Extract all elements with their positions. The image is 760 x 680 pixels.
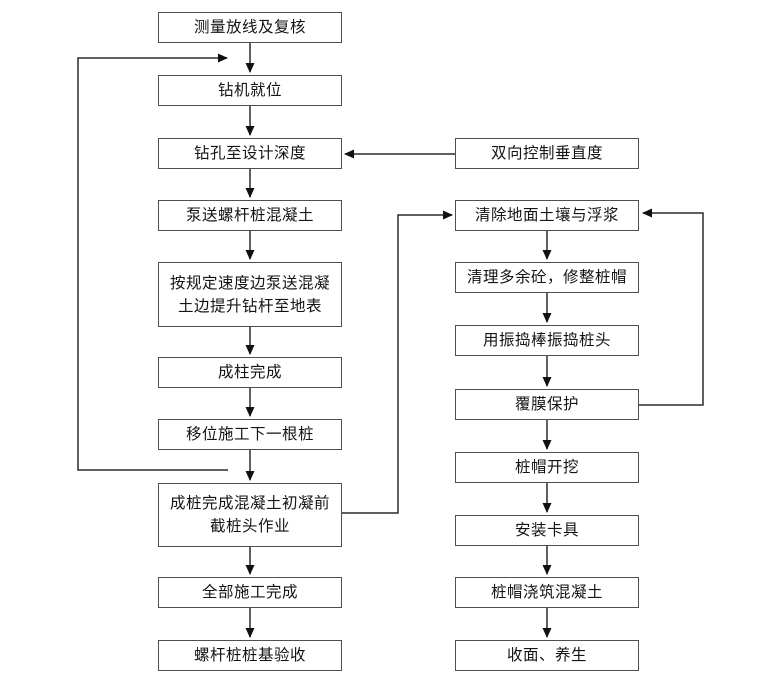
flow-node-cut-pile-head: 成桩完成混凝土初凝前 截桩头作业 <box>158 483 342 547</box>
flow-node-install-clamps: 安装卡具 <box>455 515 639 546</box>
flow-node-clear-soil-scum: 清除地面土壤与浮浆 <box>455 200 639 231</box>
flow-node-label: 截桩头作业 <box>209 518 290 535</box>
flow-node-label: 用振捣棒振捣桩头 <box>482 332 611 349</box>
flow-node-label: 覆膜保护 <box>514 396 579 413</box>
flow-node-trim-pile-cap: 清理多余砼，修整桩帽 <box>455 262 639 293</box>
flow-node-label: 清除地面土壤与浮浆 <box>474 207 619 224</box>
flow-node-label: 螺杆桩桩基验收 <box>193 647 306 664</box>
flow-node-label: 钻机就位 <box>217 82 282 99</box>
flow-node-finish-and-cure: 收面、养生 <box>455 640 639 671</box>
flow-node-vibrate-pile-head: 用振捣棒振捣桩头 <box>455 325 639 356</box>
flow-node-label: 按规定速度边泵送混凝 <box>169 274 330 292</box>
flow-node-label: 测量放线及复核 <box>193 19 306 36</box>
flow-node-verticality-control: 双向控制垂直度 <box>455 138 639 169</box>
flow-node-cap-pour-concrete: 桩帽浇筑混凝土 <box>455 577 639 608</box>
flow-node-label: 桩帽浇筑混凝土 <box>490 584 603 601</box>
flow-node-label: 土边提升钻杆至地表 <box>177 297 322 315</box>
flow-node-label: 双向控制垂直度 <box>490 145 603 162</box>
flow-node-label: 泵送螺杆桩混凝土 <box>185 207 314 224</box>
flow-node-label: 全部施工完成 <box>201 584 298 601</box>
flow-node-cap-excavation: 桩帽开挖 <box>455 452 639 483</box>
flow-node-pile-acceptance: 螺杆桩桩基验收 <box>158 640 342 671</box>
flow-node-drill-to-depth: 钻孔至设计深度 <box>158 138 342 169</box>
flow-node-film-protection: 覆膜保护 <box>455 389 639 420</box>
flow-node-label: 安装卡具 <box>514 522 579 539</box>
flow-node-move-to-next-pile: 移位施工下一根桩 <box>158 419 342 450</box>
flow-node-label: 成桩完成混凝土初凝前 <box>169 495 330 512</box>
flow-node-rig-in-position: 钻机就位 <box>158 75 342 106</box>
flow-node-label: 移位施工下一根桩 <box>185 426 314 443</box>
edge-film-loop-to-clear <box>638 208 704 406</box>
flow-node-label: 清理多余砼，修整桩帽 <box>466 269 627 286</box>
flow-node-label: 收面、养生 <box>506 647 587 664</box>
flow-node-pump-and-lift: 按规定速度边泵送混凝 土边提升钻杆至地表 <box>158 262 342 327</box>
flow-node-pump-concrete: 泵送螺杆桩混凝土 <box>158 200 342 231</box>
flow-node-all-work-complete: 全部施工完成 <box>158 577 342 608</box>
flow-node-label: 成柱完成 <box>217 364 282 381</box>
flow-node-label: 桩帽开挖 <box>514 459 579 476</box>
edge-cut-to-clear <box>342 210 453 514</box>
flow-node-survey-layout: 测量放线及复核 <box>158 12 342 43</box>
flow-node-label: 钻孔至设计深度 <box>193 145 306 162</box>
flow-node-column-complete: 成柱完成 <box>158 357 342 388</box>
